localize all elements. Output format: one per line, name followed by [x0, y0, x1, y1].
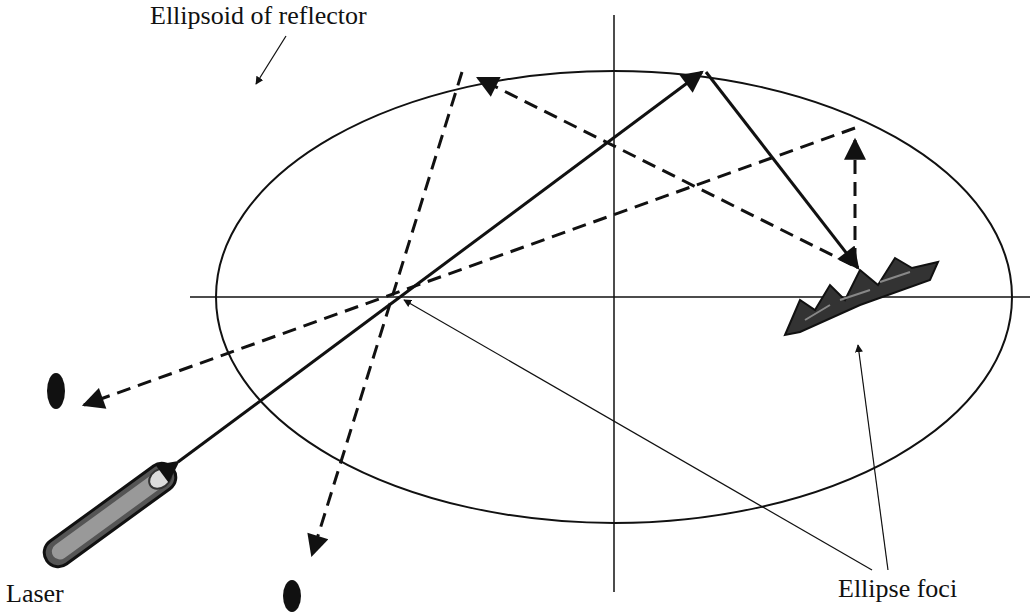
laser-ray: [400, 72, 702, 297]
label-text: Ellipsoid of reflector: [148, 2, 369, 31]
detector-dot: [283, 580, 301, 612]
sample: [785, 258, 938, 335]
leader-line: [256, 36, 286, 84]
reflected-ray: [706, 72, 858, 268]
laser-body: [39, 458, 182, 572]
scattered-ray: [478, 78, 852, 265]
scattered-ray: [854, 140, 857, 262]
label-text: Laser: [4, 580, 66, 609]
detector-dot: [47, 373, 65, 409]
leader-line: [858, 345, 888, 570]
scattered-ray: [84, 128, 855, 405]
vertical-axis: [613, 15, 615, 592]
horizontal-axis: [190, 296, 1030, 298]
sample-texture: [805, 272, 910, 320]
reflector-ellipse: [216, 71, 1012, 523]
label-text: Ellipse foci: [836, 575, 959, 604]
leader-line: [404, 300, 872, 570]
